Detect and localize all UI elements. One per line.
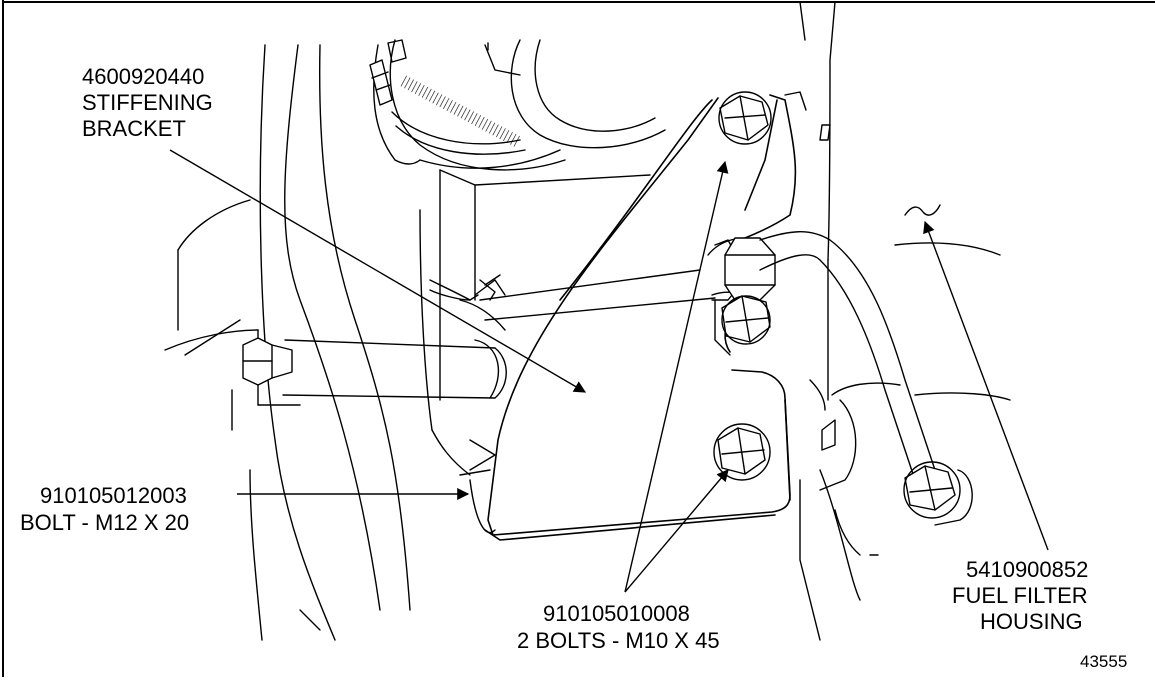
- engine-line-drawing: [164, 1, 1011, 641]
- callout-bolts-m10: 910105010008 2 BOLTS - M10 X 45: [517, 601, 720, 653]
- fuel-line-drawing: [707, 231, 973, 526]
- central-housing-drawing: [419, 169, 716, 534]
- callout-stiffening-bracket: 4600920440 STIFFENING BRACKET: [82, 64, 213, 141]
- bolts-m10-part-number: 910105010008: [543, 601, 690, 626]
- cross-tube-drawing: [282, 339, 507, 399]
- fuel-filter-part-number: 5410900852: [966, 557, 1088, 582]
- figure-number: 43555: [1080, 652, 1127, 671]
- bolt-m12-part-number: 910105012003: [40, 483, 187, 508]
- bracket-top-bolt: [718, 91, 772, 145]
- stiffening-bracket-part-number: 4600920440: [82, 64, 204, 89]
- intake-pipe-drawing: [369, 39, 666, 171]
- fuel-filter-label-line2: HOUSING: [980, 609, 1083, 634]
- engine-frame-members: [164, 44, 411, 641]
- callout-bolt-m12: 910105012003 BOLT - M12 X 20: [20, 483, 189, 535]
- fuel-filter-housing-drawing: [784, 1, 1011, 641]
- stiffening-bracket-label-line1: STIFFENING: [82, 90, 213, 115]
- fuel-filter-label-line1: FUEL FILTER: [952, 583, 1088, 608]
- callout-fuel-filter-housing: 5410900852 FUEL FILTER HOUSING: [952, 557, 1088, 634]
- leader-fuel-filter: [923, 220, 1049, 551]
- bolt-m12-description: BOLT - M12 X 20: [20, 510, 189, 535]
- stiffening-bracket-label-line2: BRACKET: [82, 116, 186, 141]
- leader-lines: [169, 149, 1049, 593]
- leader-bolts-m10-lower: [624, 469, 729, 593]
- leader-stiffening-bracket: [169, 149, 587, 393]
- leader-bolts-m10-top: [624, 160, 729, 593]
- bolts-m10-description: 2 BOLTS - M10 X 45: [517, 628, 720, 653]
